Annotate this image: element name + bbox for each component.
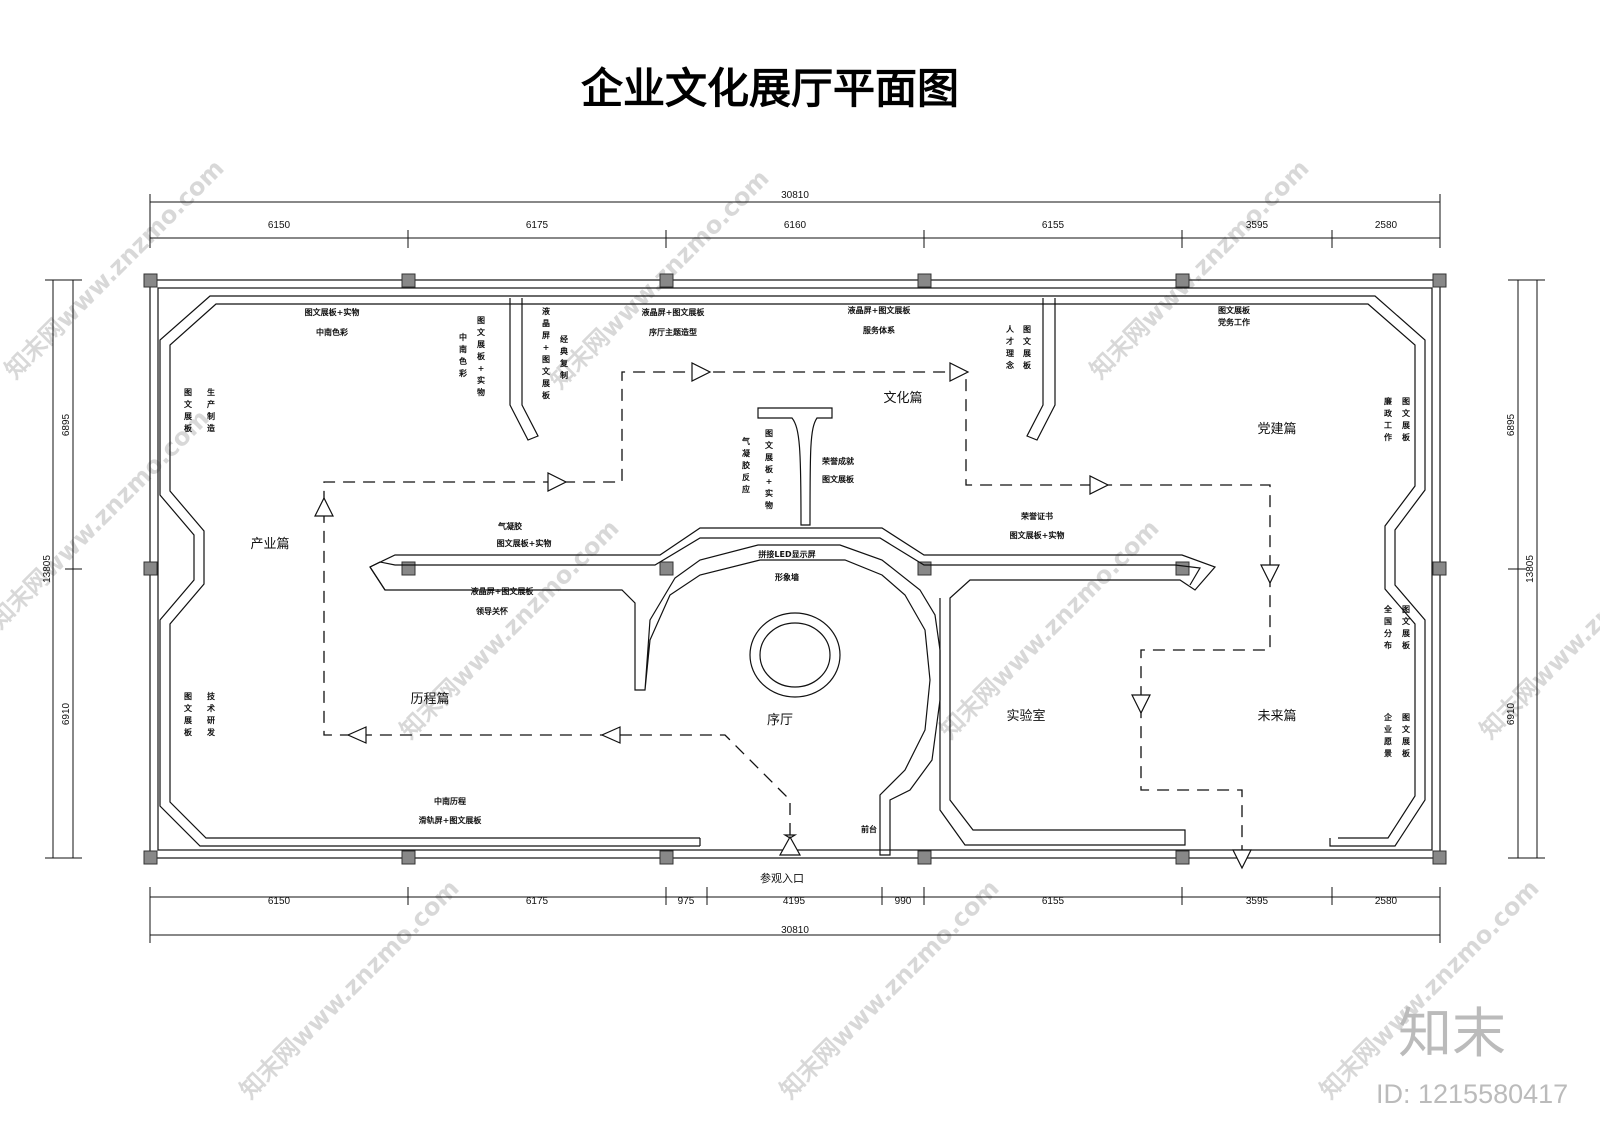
exhibit-label-vertical: 图文展板+实物	[476, 316, 486, 397]
exhibit-label-vertical: 气凝胶反应	[741, 436, 751, 494]
exhibit-label: 图文展板	[1218, 305, 1251, 315]
display-walls	[159, 295, 1426, 856]
watermark-text: 知末网www.znzmo.com	[0, 154, 230, 384]
arrow-down-icon	[1131, 694, 1151, 715]
zone-label-party: 党建篇	[1257, 422, 1296, 437]
dim-top-total: 30810	[781, 190, 809, 201]
exhibit-label-vertical: 图文展板+实物	[764, 429, 774, 510]
arrow-up-icon	[314, 496, 334, 517]
exhibit-label-vertical: 人才理念	[1005, 324, 1015, 370]
watermark-id: ID: 1215580417	[1376, 1079, 1568, 1109]
watermark-text: 知末网www.znzmo.com	[234, 874, 464, 1104]
watermark-text: 知末网www.znzmo.com	[394, 514, 624, 744]
dim-bottom-segment: 990	[895, 896, 912, 907]
watermark-layer: 知末网www.znzmo.com 知末网www.znzmo.com 知末网www…	[0, 154, 1600, 1104]
entrance-label: 参观入口	[760, 871, 804, 885]
exhibit-label-vertical: 经典复制	[559, 334, 569, 380]
exhibit-label: 拼接LED显示屏	[758, 549, 815, 559]
arrow-right-icon	[547, 472, 568, 492]
zone-label-history: 历程篇	[410, 692, 449, 707]
dimension-lines	[45, 194, 1545, 943]
watermark-text: 知末网www.znzmo.com	[1084, 154, 1314, 384]
dim-top-segment: 2580	[1375, 220, 1398, 231]
dim-bottom-segment: 4195	[783, 896, 806, 907]
exhibit-label-vertical: 技术研发	[206, 691, 216, 737]
exhibit-label: 服务体系	[863, 325, 895, 335]
dim-top-segment: 6150	[268, 220, 291, 231]
exhibit-label-vertical: 廉政工作	[1384, 396, 1392, 442]
dim-right-total: 13805	[1525, 555, 1536, 583]
dim-right-segment: 6910	[1506, 702, 1517, 725]
zone-label-future: 未来篇	[1257, 709, 1296, 724]
dim-left-total: 13805	[42, 555, 53, 583]
exhibit-label-vertical: 图文展板	[183, 692, 193, 737]
zone-label-culture: 文化篇	[883, 391, 922, 406]
exhibit-label: 图文展板	[822, 474, 855, 484]
exhibit-label-vertical: 图文展板	[183, 388, 193, 433]
exhibit-label: 序厅主题造型	[649, 327, 697, 337]
arrow-right-icon	[691, 362, 712, 382]
arrow-right-icon	[949, 362, 970, 382]
dim-bottom-total: 30810	[781, 925, 809, 936]
dim-left-segment: 6895	[61, 413, 72, 436]
exhibit-label-vertical: 图文展板	[1401, 605, 1411, 650]
exhibit-label: 中南历程	[434, 796, 466, 806]
arrow-left-icon	[600, 726, 621, 744]
dim-bottom-segment: 6175	[526, 896, 549, 907]
visitor-route	[323, 371, 1271, 850]
exhibit-label-vertical: 图文展板	[1022, 325, 1032, 370]
columns	[143, 273, 1447, 865]
watermark-text: 知末网www.znzmo.com	[934, 514, 1164, 744]
dim-bottom-segment: 6155	[1042, 896, 1065, 907]
exhibit-label-vertical: 生产制造	[207, 387, 215, 433]
page-title: 企业文化展厅平面图	[581, 64, 959, 113]
exhibit-label: 领导关怀	[476, 606, 508, 616]
dim-top-segment: 6155	[1042, 220, 1065, 231]
exhibit-label: 荣誉成就	[821, 456, 854, 466]
exhibit-label-vertical: 企业愿景	[1383, 712, 1393, 758]
watermark-text: 知末网www.znzmo.com	[774, 874, 1004, 1104]
exhibit-label: 形象墙	[775, 572, 799, 582]
dim-top-segment: 6160	[784, 220, 807, 231]
zone-label-lab: 实验室	[1006, 708, 1045, 724]
arrow-down-icon	[1260, 564, 1280, 585]
exhibit-label-vertical: 图文展板	[1401, 713, 1411, 758]
dim-right-segment: 6895	[1506, 413, 1517, 436]
arrow-down-icon	[1232, 849, 1252, 870]
outer-walls	[149, 279, 1441, 859]
exhibit-label: 液晶屏+图文展板	[642, 307, 706, 317]
zone-label-industry: 产业篇	[250, 537, 289, 552]
dim-bottom-segment: 2580	[1375, 896, 1398, 907]
exhibit-label: 液晶屏+图文展板	[848, 305, 912, 315]
exhibit-label: 图文展板+实物	[497, 538, 552, 548]
exhibit-label: 滑轨屏+图文展板	[419, 815, 483, 825]
exhibit-label: 中南色彩	[316, 327, 348, 337]
dim-bottom-segment: 3595	[1246, 896, 1269, 907]
exhibit-label: 液晶屏+图文展板	[471, 586, 535, 596]
watermark-text: 知末网www.znzmo.com	[1314, 874, 1544, 1104]
exhibit-label-vertical: 全国分布	[1383, 604, 1393, 650]
dim-left-segment: 6910	[61, 702, 72, 725]
exhibit-label-vertical: 液晶屏+图文展板	[541, 306, 551, 400]
dim-bottom-segment: 975	[678, 896, 695, 907]
exhibit-label: 图文展板+实物	[1010, 530, 1065, 540]
exhibit-label: 图文展板+实物	[305, 307, 360, 317]
arrow-right-icon	[1089, 475, 1110, 495]
arrow-up-icon	[778, 835, 802, 856]
exhibit-label-vertical: 图文展板	[1401, 397, 1411, 442]
exhibit-label: 荣誉证书	[1020, 511, 1053, 521]
zone-label-lobby: 序厅	[767, 713, 793, 728]
exhibit-label: 气凝胶	[497, 521, 522, 531]
dim-top-segment: 3595	[1246, 220, 1269, 231]
exhibit-label-vertical: 中南色彩	[458, 332, 467, 378]
exhibit-label: 前台	[861, 824, 877, 834]
dim-top-segment: 6175	[526, 220, 549, 231]
watermark-text: 知末网www.znzmo.com	[0, 404, 215, 634]
watermark-logo: 知末	[1398, 1002, 1506, 1065]
exhibit-label: 党务工作	[1218, 317, 1250, 327]
route-arrows	[314, 362, 1280, 870]
arrow-left-icon	[346, 726, 367, 744]
dim-bottom-segment: 6150	[268, 896, 291, 907]
